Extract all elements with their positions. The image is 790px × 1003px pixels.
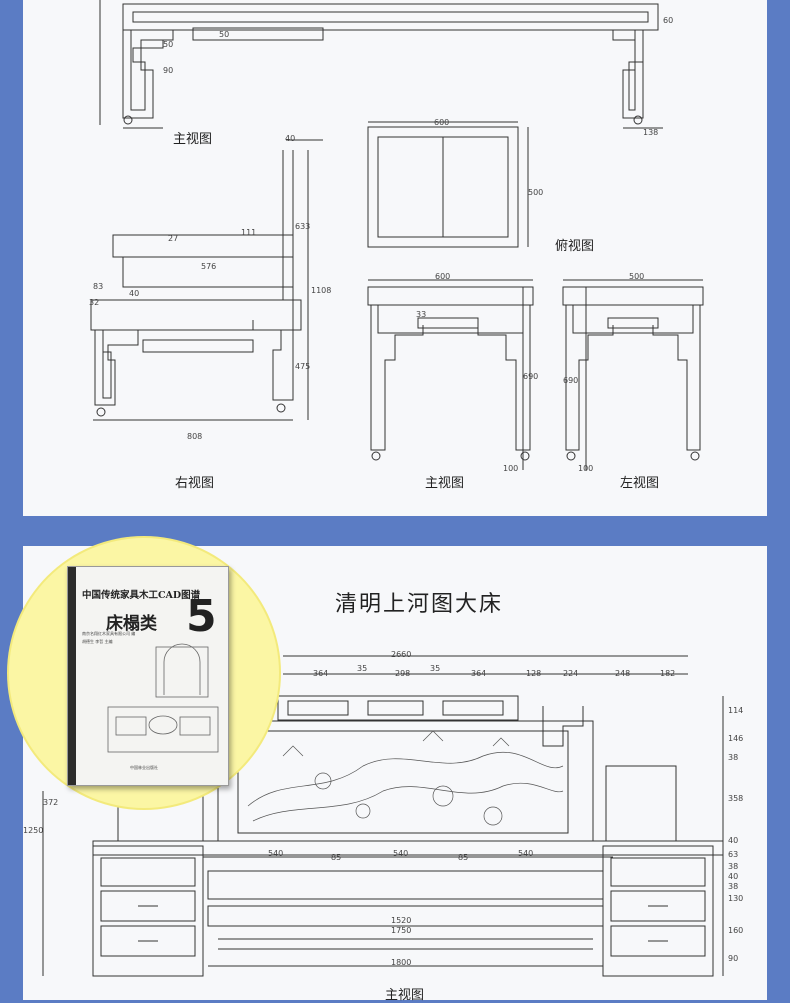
dim-label: 540 [518, 849, 534, 858]
dim-label: 63 [728, 850, 739, 859]
dim-label: 690 [563, 376, 579, 385]
top-view-label: 俯视图 [555, 239, 595, 254]
dim-label: 500 [629, 272, 645, 281]
dim-label: 60 [663, 16, 674, 25]
dim-label: 85 [458, 853, 469, 862]
dim-label: 114 [728, 706, 744, 715]
dim-label: 1250 [23, 826, 44, 835]
dim-label: 40 [728, 836, 739, 845]
bed-cad-drawing [42, 655, 724, 977]
dim-label: 500 [528, 188, 544, 197]
dim-label: 224 [563, 669, 579, 678]
front-view-label-3: 主视图 [385, 988, 425, 1003]
dim-label: 40 [285, 134, 296, 143]
book-spine [68, 567, 76, 785]
dim-label: 146 [728, 734, 744, 743]
dim-label: 83 [93, 282, 104, 291]
dim-label: 35 [357, 664, 368, 673]
book-editors: 胡德生 李哲 主编 [82, 639, 113, 644]
dim-label: 100 [578, 464, 594, 473]
dim-label: 33 [416, 310, 427, 319]
dim-label: 90 [163, 66, 174, 75]
dim-label: 128 [526, 669, 542, 678]
dim-label: 38 [728, 882, 739, 891]
dim-label: 364 [313, 669, 329, 678]
dim-label: 130 [728, 894, 744, 903]
dim-label: 600 [434, 118, 450, 127]
dim-label: 182 [660, 669, 676, 678]
dim-label: 248 [615, 669, 631, 678]
dim-label: 38 [728, 753, 739, 762]
dim-label: 40 [129, 289, 140, 298]
right-view-label: 右视图 [175, 476, 215, 491]
dim-label: 138 [643, 128, 659, 137]
dim-label: 50 [163, 40, 174, 49]
book-cover: 中国传统家具木工CAD图谱 床榻类 5 南京名翔红木家具有限公司 编 胡德生 李… [67, 566, 229, 786]
book-title: 床榻类 [106, 614, 157, 634]
dim-label: 85 [331, 853, 342, 862]
book-volume-number: 5 [186, 591, 217, 642]
front-view-label-2: 主视图 [425, 476, 465, 491]
front-view-label-1: 主视图 [173, 132, 213, 147]
dim-label: 1520 [391, 916, 412, 925]
dim-label: 600 [435, 272, 451, 281]
dim-label: 90 [728, 954, 739, 963]
dim-label: 1750 [391, 926, 412, 935]
dim-label: 38 [728, 862, 739, 871]
bed-title: 清明上河图大床 [335, 592, 504, 617]
dim-label: 633 [295, 222, 311, 231]
dim-label: 298 [395, 669, 411, 678]
dim-label: 540 [393, 849, 409, 858]
furniture-cad-drawings-top [90, 0, 704, 470]
dim-label: 35 [430, 664, 441, 673]
dim-label: 372 [43, 798, 59, 807]
book-press: 中国林业出版社 [130, 765, 158, 770]
dim-label: 32 [89, 298, 100, 307]
dim-label: 50 [219, 30, 230, 39]
dim-label: 540 [268, 849, 284, 858]
top-drawing-panel: 主视图 右视图 俯视图 主视图 左视图 50 50 90 138 60 40 6… [23, 0, 767, 516]
dim-label: 160 [728, 926, 744, 935]
dim-label: 100 [503, 464, 519, 473]
dim-label: 1800 [391, 958, 412, 967]
dim-label: 27 [168, 234, 179, 243]
left-view-label: 左视图 [620, 476, 660, 491]
book-cover-illustration [107, 643, 219, 753]
dim-label: 576 [201, 262, 217, 271]
book-publisher-line: 南京名翔红木家具有限公司 编 [82, 631, 136, 636]
dim-label: 2660 [391, 650, 412, 659]
dim-label: 808 [187, 432, 203, 441]
dim-label: 690 [523, 372, 539, 381]
dim-label: 111 [241, 228, 257, 237]
dim-label: 364 [471, 669, 487, 678]
book-series-title: 中国传统家具木工CAD图谱 [82, 590, 201, 601]
dim-label: 358 [728, 794, 744, 803]
dim-label: 1108 [311, 286, 332, 295]
dim-label: 475 [295, 362, 311, 371]
dim-label: 40 [728, 872, 739, 881]
